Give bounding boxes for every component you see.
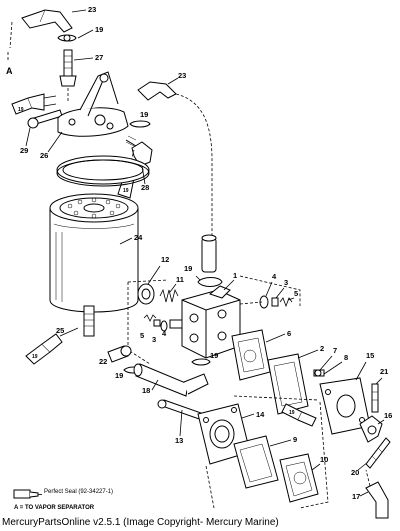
label-19: 19: [115, 371, 123, 380]
label-18: 18: [142, 386, 150, 395]
label-19: 19: [184, 264, 192, 273]
label-11: 11: [176, 275, 184, 284]
diaphragm-12: [137, 283, 155, 305]
hose-17: [365, 469, 389, 519]
label-4: 4: [272, 272, 277, 281]
label-15: 15: [366, 351, 374, 360]
legend-vapor-separator: A = TO VAPOR SEPARATOR: [14, 505, 95, 511]
label-16: 16: [384, 411, 392, 420]
fitting-22: [107, 345, 132, 363]
copyright-footer: MercuryPartsOnline v2.5.1 (Image Copyrig…: [2, 517, 279, 528]
assembly-outline-lower: [205, 395, 329, 509]
label-2: 2: [320, 344, 324, 353]
legend-perfect-seal: Perfect Seal (92-34227-1): [44, 489, 114, 495]
seal-ring: [56, 155, 150, 187]
bolt-29: [27, 109, 63, 129]
hose-23-top: [7, 9, 73, 62]
label-7: 7: [333, 346, 337, 355]
plate-2: [267, 353, 309, 415]
tube-label: 19: [18, 107, 24, 113]
hose-segment: [201, 234, 217, 273]
label-9: 9: [293, 435, 297, 444]
label-5: 5: [140, 331, 144, 340]
gasket-10: [279, 453, 319, 503]
label-10: 10: [320, 455, 328, 464]
filter-head-bracket-26: [57, 71, 129, 137]
spring-11: [159, 288, 179, 303]
sealant-tube-right: [281, 403, 317, 427]
screw-7: [313, 369, 325, 377]
tube-label: 19: [123, 188, 129, 194]
legend-tube: [13, 489, 42, 499]
label-12: 12: [161, 255, 169, 264]
hose-18: [133, 363, 209, 397]
label-19: 19: [140, 110, 148, 119]
label-21: 21: [380, 367, 388, 376]
gasket-6: [231, 329, 271, 381]
label-1: 1: [233, 271, 237, 280]
label-23: 23: [178, 71, 186, 80]
label-25: 25: [56, 326, 64, 335]
label-28: 28: [141, 183, 149, 192]
clip-19-mid: [191, 358, 211, 366]
label-4: 4: [162, 329, 167, 338]
drain-screw-25: [83, 305, 95, 337]
clip-19-right: [129, 120, 151, 128]
hose-23-right: [137, 81, 213, 236]
label-8: 8: [344, 353, 348, 362]
label-3: 3: [284, 278, 288, 287]
sealant-tube-25: [25, 327, 79, 365]
tube-label: 19: [289, 410, 295, 416]
label-29: 29: [20, 146, 28, 155]
label-20: 20: [351, 468, 359, 477]
fuel-pump-body-1: [169, 285, 241, 359]
fuel-filter-24: [49, 193, 139, 330]
label-13: 13: [175, 436, 183, 445]
label-19: 19: [210, 351, 218, 360]
bolt-21: [371, 383, 379, 413]
clip-19-top: [57, 34, 77, 42]
label-14: 14: [256, 410, 265, 419]
label-17: 17: [352, 492, 360, 501]
label-22: 22: [99, 357, 107, 366]
part-labels: 23 19 A 27 29 26 23 19 28 24 12 11 1 4 3…: [6, 5, 392, 501]
sealant-tube-left: [11, 93, 57, 115]
gasket-9: [233, 435, 279, 489]
label-6: 6: [287, 329, 291, 338]
label-24: 24: [134, 233, 143, 242]
tube-label: 19: [32, 354, 38, 360]
clip-19-pump: [197, 277, 223, 287]
bolt-20: [365, 437, 391, 469]
check-valve-parts-lower: [143, 314, 168, 332]
label-23: 23: [88, 5, 96, 14]
elbow-fitting-16: [359, 415, 383, 443]
cover-15: [319, 377, 371, 435]
fitting-27: [59, 49, 77, 87]
label-A: A: [6, 66, 13, 76]
fitting-28: [125, 135, 153, 167]
label-5: 5: [294, 289, 298, 298]
label-19: 19: [95, 25, 103, 34]
label-27: 27: [95, 53, 103, 62]
check-valve-parts: [239, 295, 293, 309]
label-3: 3: [152, 335, 156, 344]
label-26: 26: [40, 151, 48, 160]
